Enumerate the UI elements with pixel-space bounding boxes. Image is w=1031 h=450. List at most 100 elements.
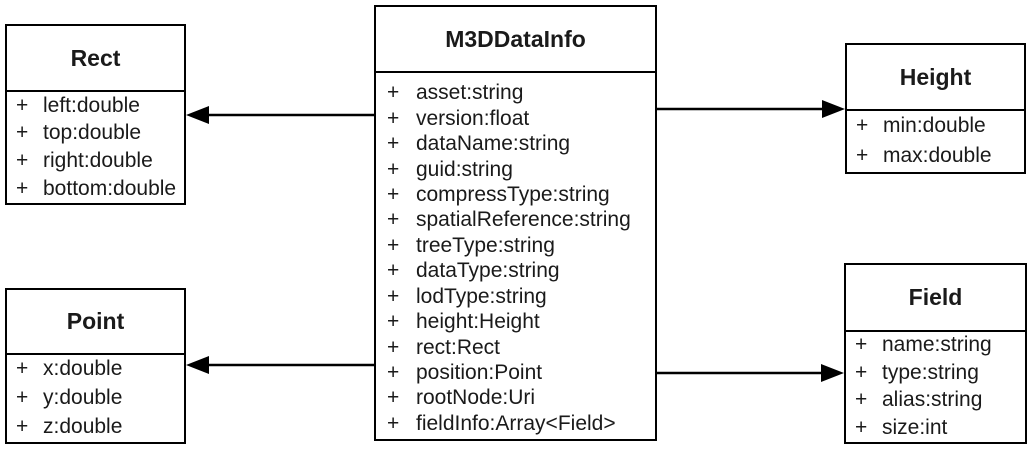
visibility-plus: + <box>387 284 400 308</box>
attribute-text: max:double <box>883 144 992 168</box>
visibility-plus: + <box>387 132 400 156</box>
attribute-text: alias:string <box>882 388 983 412</box>
attribute-row: + name:string <box>846 334 1025 357</box>
attribute-row: + treeType:string <box>376 233 655 258</box>
visibility-plus: + <box>387 157 400 181</box>
attribute-text: right:double <box>43 149 153 173</box>
arrow-m3ddatainfo-to-rect <box>186 106 374 124</box>
attribute-text: top:double <box>43 121 142 145</box>
visibility-plus: + <box>856 144 869 168</box>
attribute-row: + spatialReference:string <box>376 209 655 232</box>
arrow-m3ddatainfo-to-height <box>656 100 845 118</box>
visibility-plus: + <box>16 176 29 200</box>
class-name-rect: Rect <box>7 26 184 92</box>
visibility-plus: + <box>387 81 400 105</box>
visibility-plus: + <box>387 310 400 334</box>
visibility-plus: + <box>855 333 868 357</box>
attribute-row: + version:float <box>376 106 655 131</box>
visibility-plus: + <box>16 149 29 173</box>
visibility-plus: + <box>387 259 400 283</box>
visibility-plus: + <box>387 411 400 435</box>
attribute-text: min:double <box>883 113 986 137</box>
attribute-row: + rootNode:Uri <box>376 387 655 410</box>
class-box-point: Point + x:double + y:double + z:double <box>5 288 186 444</box>
attribute-text: compressType:string <box>416 183 610 207</box>
attribute-text: version:float <box>416 106 530 130</box>
attribute-row: + size:int <box>846 415 1025 440</box>
attribute-text: position:Point <box>416 361 543 385</box>
attribute-text: left:double <box>43 93 140 117</box>
visibility-plus: + <box>855 360 868 384</box>
visibility-plus: + <box>16 415 29 439</box>
attribute-text: guid:string <box>416 157 513 181</box>
visibility-plus: + <box>855 388 868 412</box>
visibility-plus: + <box>387 106 400 130</box>
attribute-row: + rect:Rect <box>376 335 655 360</box>
attribute-row: + height:Height <box>376 310 655 334</box>
attribute-text: rect:Rect <box>416 335 501 359</box>
class-name-height: Height <box>847 45 1024 111</box>
class-box-height: Height + min:double + max:double <box>845 43 1026 174</box>
attribute-row: + compressType:string <box>376 183 655 207</box>
attribute-row: + dataType:string <box>376 260 655 283</box>
attribute-text: height:Height <box>416 310 540 334</box>
visibility-plus: + <box>387 183 400 207</box>
attribute-text: treeType:string <box>416 233 555 257</box>
visibility-plus: + <box>856 113 869 137</box>
class-box-m3ddatainfo: M3DDataInfo + asset:string + version:flo… <box>374 5 657 441</box>
attribute-row: + position:Point <box>376 361 655 385</box>
attribute-row: + alias:string <box>846 389 1025 412</box>
attribute-list-point: + x:double + y:double + z:double <box>7 355 184 442</box>
attribute-text: size:int <box>882 415 948 439</box>
attribute-row: + y:double <box>7 386 184 410</box>
attribute-row: + asset:string <box>376 82 655 105</box>
attribute-text: x:double <box>43 357 123 381</box>
visibility-plus: + <box>387 208 400 232</box>
visibility-plus: + <box>16 357 29 381</box>
attribute-list-height: + min:double + max:double <box>847 111 1024 172</box>
attribute-text: dataName:string <box>416 132 571 156</box>
attribute-row: + type:string <box>846 360 1025 385</box>
attribute-text: y:double <box>43 386 123 410</box>
visibility-plus: + <box>387 233 400 257</box>
attribute-row: + left:double <box>7 93 184 118</box>
arrow-m3ddatainfo-to-field <box>656 364 844 382</box>
class-box-field: Field + name:string + type:string + alia… <box>844 263 1027 444</box>
attribute-row: + min:double <box>847 113 1024 138</box>
attribute-list-field: + name:string + type:string + alias:stri… <box>846 332 1025 442</box>
attribute-text: rootNode:Uri <box>416 386 536 410</box>
class-name-m3ddatainfo: M3DDataInfo <box>376 7 655 73</box>
visibility-plus: + <box>387 386 400 410</box>
class-name-field: Field <box>846 265 1025 332</box>
attribute-row: + top:double <box>7 122 184 145</box>
attribute-row: + z:double <box>7 415 184 439</box>
class-name-point: Point <box>7 290 184 355</box>
visibility-plus: + <box>16 93 29 117</box>
attribute-text: dataType:string <box>416 259 560 283</box>
attribute-text: name:string <box>882 333 992 357</box>
visibility-plus: + <box>16 121 29 145</box>
attribute-row: + lodType:string <box>376 284 655 309</box>
visibility-plus: + <box>16 386 29 410</box>
class-box-rect: Rect + left:double + top:double + right:… <box>5 24 186 205</box>
attribute-text: type:string <box>882 360 979 384</box>
attribute-row: + dataName:string <box>376 133 655 156</box>
attribute-row: + x:double <box>7 357 184 381</box>
attribute-list-rect: + left:double + top:double + right:doubl… <box>7 92 184 203</box>
arrow-m3ddatainfo-to-point <box>186 356 374 374</box>
attribute-text: asset:string <box>416 81 524 105</box>
attribute-text: z:double <box>43 415 123 439</box>
visibility-plus: + <box>387 361 400 385</box>
attribute-row: + bottom:double <box>7 176 184 201</box>
attribute-text: lodType:string <box>416 284 547 308</box>
visibility-plus: + <box>387 335 400 359</box>
visibility-plus: + <box>855 415 868 439</box>
attribute-row: + fieldInfo:Array<Field> <box>376 411 655 436</box>
attribute-row: + right:double <box>7 149 184 173</box>
attribute-text: spatialReference:string <box>416 208 631 232</box>
attribute-row: + max:double <box>847 145 1024 168</box>
attribute-text: fieldInfo:Array<Field> <box>416 411 616 435</box>
attribute-text: bottom:double <box>43 176 177 200</box>
attribute-row: + guid:string <box>376 157 655 182</box>
